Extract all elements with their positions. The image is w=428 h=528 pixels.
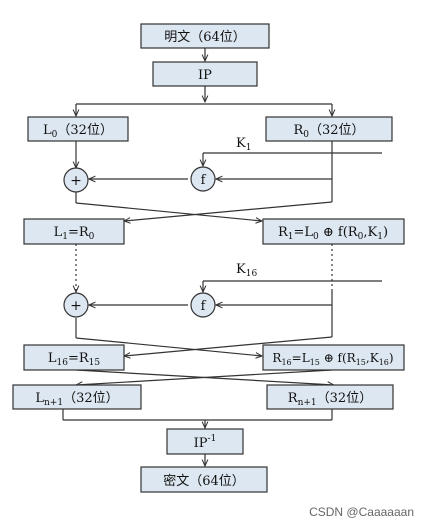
r0-label: R0（32位）	[293, 123, 364, 140]
rn1-box: Rn+1（32位）	[266, 384, 394, 410]
xor-round16: +	[63, 292, 89, 318]
f-function-icon: f	[201, 299, 207, 314]
k16-label: K16	[236, 262, 257, 279]
plaintext-box: 明文（64位）	[140, 23, 270, 49]
ln1-box: Ln+1（32位）	[12, 384, 142, 410]
l16-label: L16=R15	[48, 351, 101, 368]
f-function-icon: f	[201, 173, 207, 188]
plaintext-label: 明文（64位）	[164, 30, 246, 45]
l16-box: L16=R15	[23, 344, 125, 371]
l0-box: L0（32位）	[27, 116, 129, 142]
k1-label: K1	[236, 136, 251, 153]
rn1-label: Rn+1（32位）	[288, 391, 372, 408]
r1-label: R1=L0 ⊕ f(R0,K1)	[278, 225, 388, 242]
xor-round1: +	[63, 167, 89, 193]
ciphertext-box: 密文（64位）	[140, 466, 268, 493]
l1-label: L1=R0	[54, 225, 95, 242]
ip-box: IP	[152, 61, 258, 87]
r0-box: R0（32位）	[265, 116, 393, 142]
r16-label: R16=L15 ⊕ f(R15,K16)	[272, 351, 393, 367]
connectors	[62, 48, 382, 466]
ip-label: IP	[198, 68, 212, 83]
f-round1: f	[190, 166, 216, 192]
l1-box: L1=R0	[23, 218, 125, 245]
r1-box: R1=L0 ⊕ f(R0,K1)	[262, 218, 405, 245]
r16-box: R16=L15 ⊕ f(R15,K16)	[262, 344, 405, 371]
l0-label: L0（32位）	[43, 123, 113, 140]
ln1-label: Ln+1（32位）	[35, 391, 118, 408]
ip-inverse-box: IP-1	[166, 428, 244, 455]
ciphertext-label: 密文（64位）	[163, 473, 245, 489]
ip-inverse-label: IP-1	[194, 434, 217, 451]
xor-icon: +	[70, 173, 82, 189]
xor-icon: +	[70, 298, 82, 314]
watermark: CSDN @Caaaaaan	[309, 505, 414, 519]
f-round16: f	[190, 292, 216, 318]
